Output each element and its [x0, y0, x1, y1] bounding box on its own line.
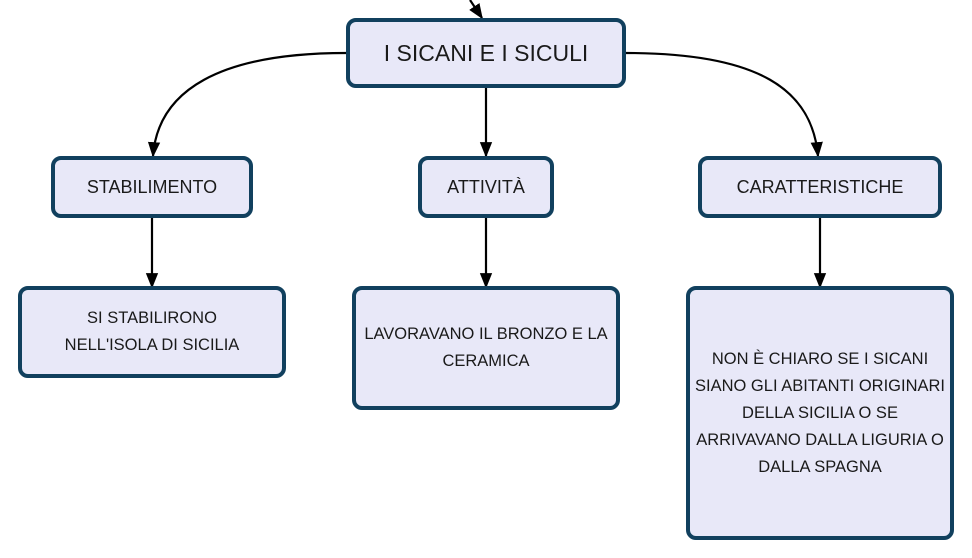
incoming-connector [469, 0, 483, 20]
category-label: STABILIMENTO [86, 176, 218, 197]
detail-text: NON È CHIARO SE I SICANI SIANO GLI ABITA… [695, 349, 945, 476]
category-caratteristiche: CARATTERISTICHE [698, 156, 942, 218]
detail-attivita: LAVORAVANO IL BRONZO E LA CERAMICA [352, 286, 620, 410]
detail-text: SI STABILIRONO NELL'ISOLA DI SICILIA [64, 309, 240, 354]
detail-caratteristiche: NON È CHIARO SE I SICANI SIANO GLI ABITA… [686, 286, 954, 540]
category-attivita: ATTIVITÀ [418, 156, 554, 218]
category-stabilimento: STABILIMENTO [51, 156, 253, 218]
root-node: I SICANI E I SICULI [346, 18, 626, 88]
root-label: I SICANI E I SICULI [383, 39, 589, 66]
connector-root-caratteristiche [625, 51, 823, 158]
detail-stabilimento: SI STABILIRONO NELL'ISOLA DI SICILIA [18, 286, 286, 378]
category-label: CARATTERISTICHE [736, 176, 904, 197]
category-label: ATTIVITÀ [447, 176, 525, 197]
connector-root-stabilimento [147, 51, 347, 158]
detail-text: LAVORAVANO IL BRONZO E LA CERAMICA [364, 325, 608, 370]
